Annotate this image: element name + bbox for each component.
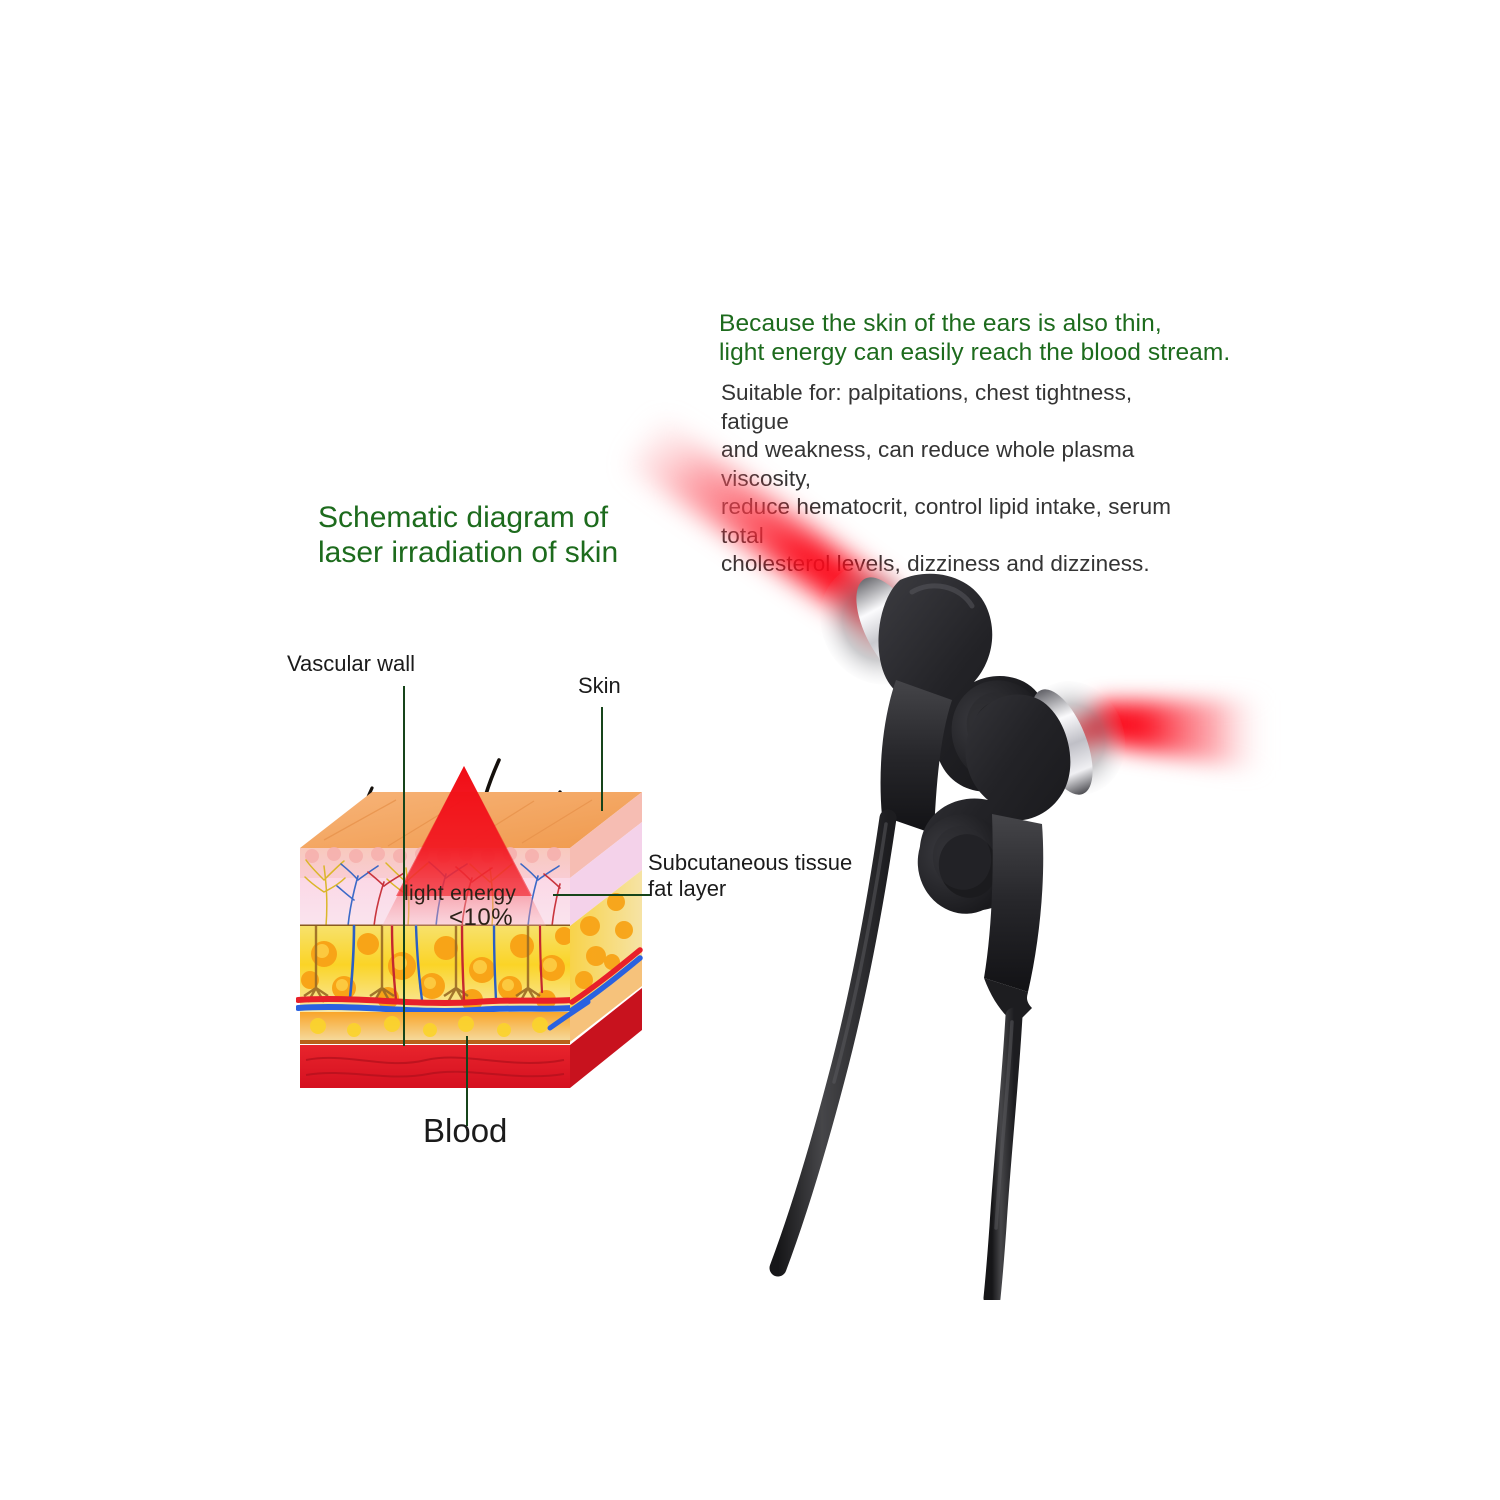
label-light-energy-percent: <10% xyxy=(449,904,514,931)
label-light-energy: light energy xyxy=(404,882,517,905)
headline-text: Because the skin of the ears is also thi… xyxy=(719,310,1231,366)
leader-line-subcutaneous xyxy=(553,894,651,896)
earbud-upper-stem xyxy=(880,680,952,834)
artery xyxy=(296,996,575,1006)
label-subcutaneous-tissue: Subcutaneous tissue fat layer xyxy=(648,850,853,901)
laser-beam-upper xyxy=(628,418,900,624)
fat-septa xyxy=(303,926,541,1003)
diagram-title: Schematic diagram of laser irradiation o… xyxy=(318,501,619,569)
side-face-dermis xyxy=(570,822,642,926)
description-text: Suitable for: palpitations, chest tightn… xyxy=(721,380,1172,576)
cable-left xyxy=(769,809,897,1277)
leader-line-skin xyxy=(601,707,603,811)
label-blood: Blood xyxy=(423,1112,508,1149)
leader-line-vascular-wall xyxy=(403,686,405,1046)
label-vascular-wall: Vascular wall xyxy=(287,651,415,676)
side-face-deep-fat xyxy=(570,956,642,1042)
earbud-lower-stem xyxy=(984,814,1044,992)
leader-line-blood xyxy=(466,1036,468,1126)
layer-blood-muscle xyxy=(300,1045,570,1088)
side-face-epidermis xyxy=(570,792,642,878)
side-face-muscle xyxy=(570,988,642,1088)
vein xyxy=(296,1004,575,1014)
laser-earphone-product-image xyxy=(600,400,1300,1300)
earbud-lower xyxy=(917,681,1126,914)
skin-cross-section-illustration xyxy=(296,730,646,1090)
label-skin: Skin xyxy=(578,673,621,698)
